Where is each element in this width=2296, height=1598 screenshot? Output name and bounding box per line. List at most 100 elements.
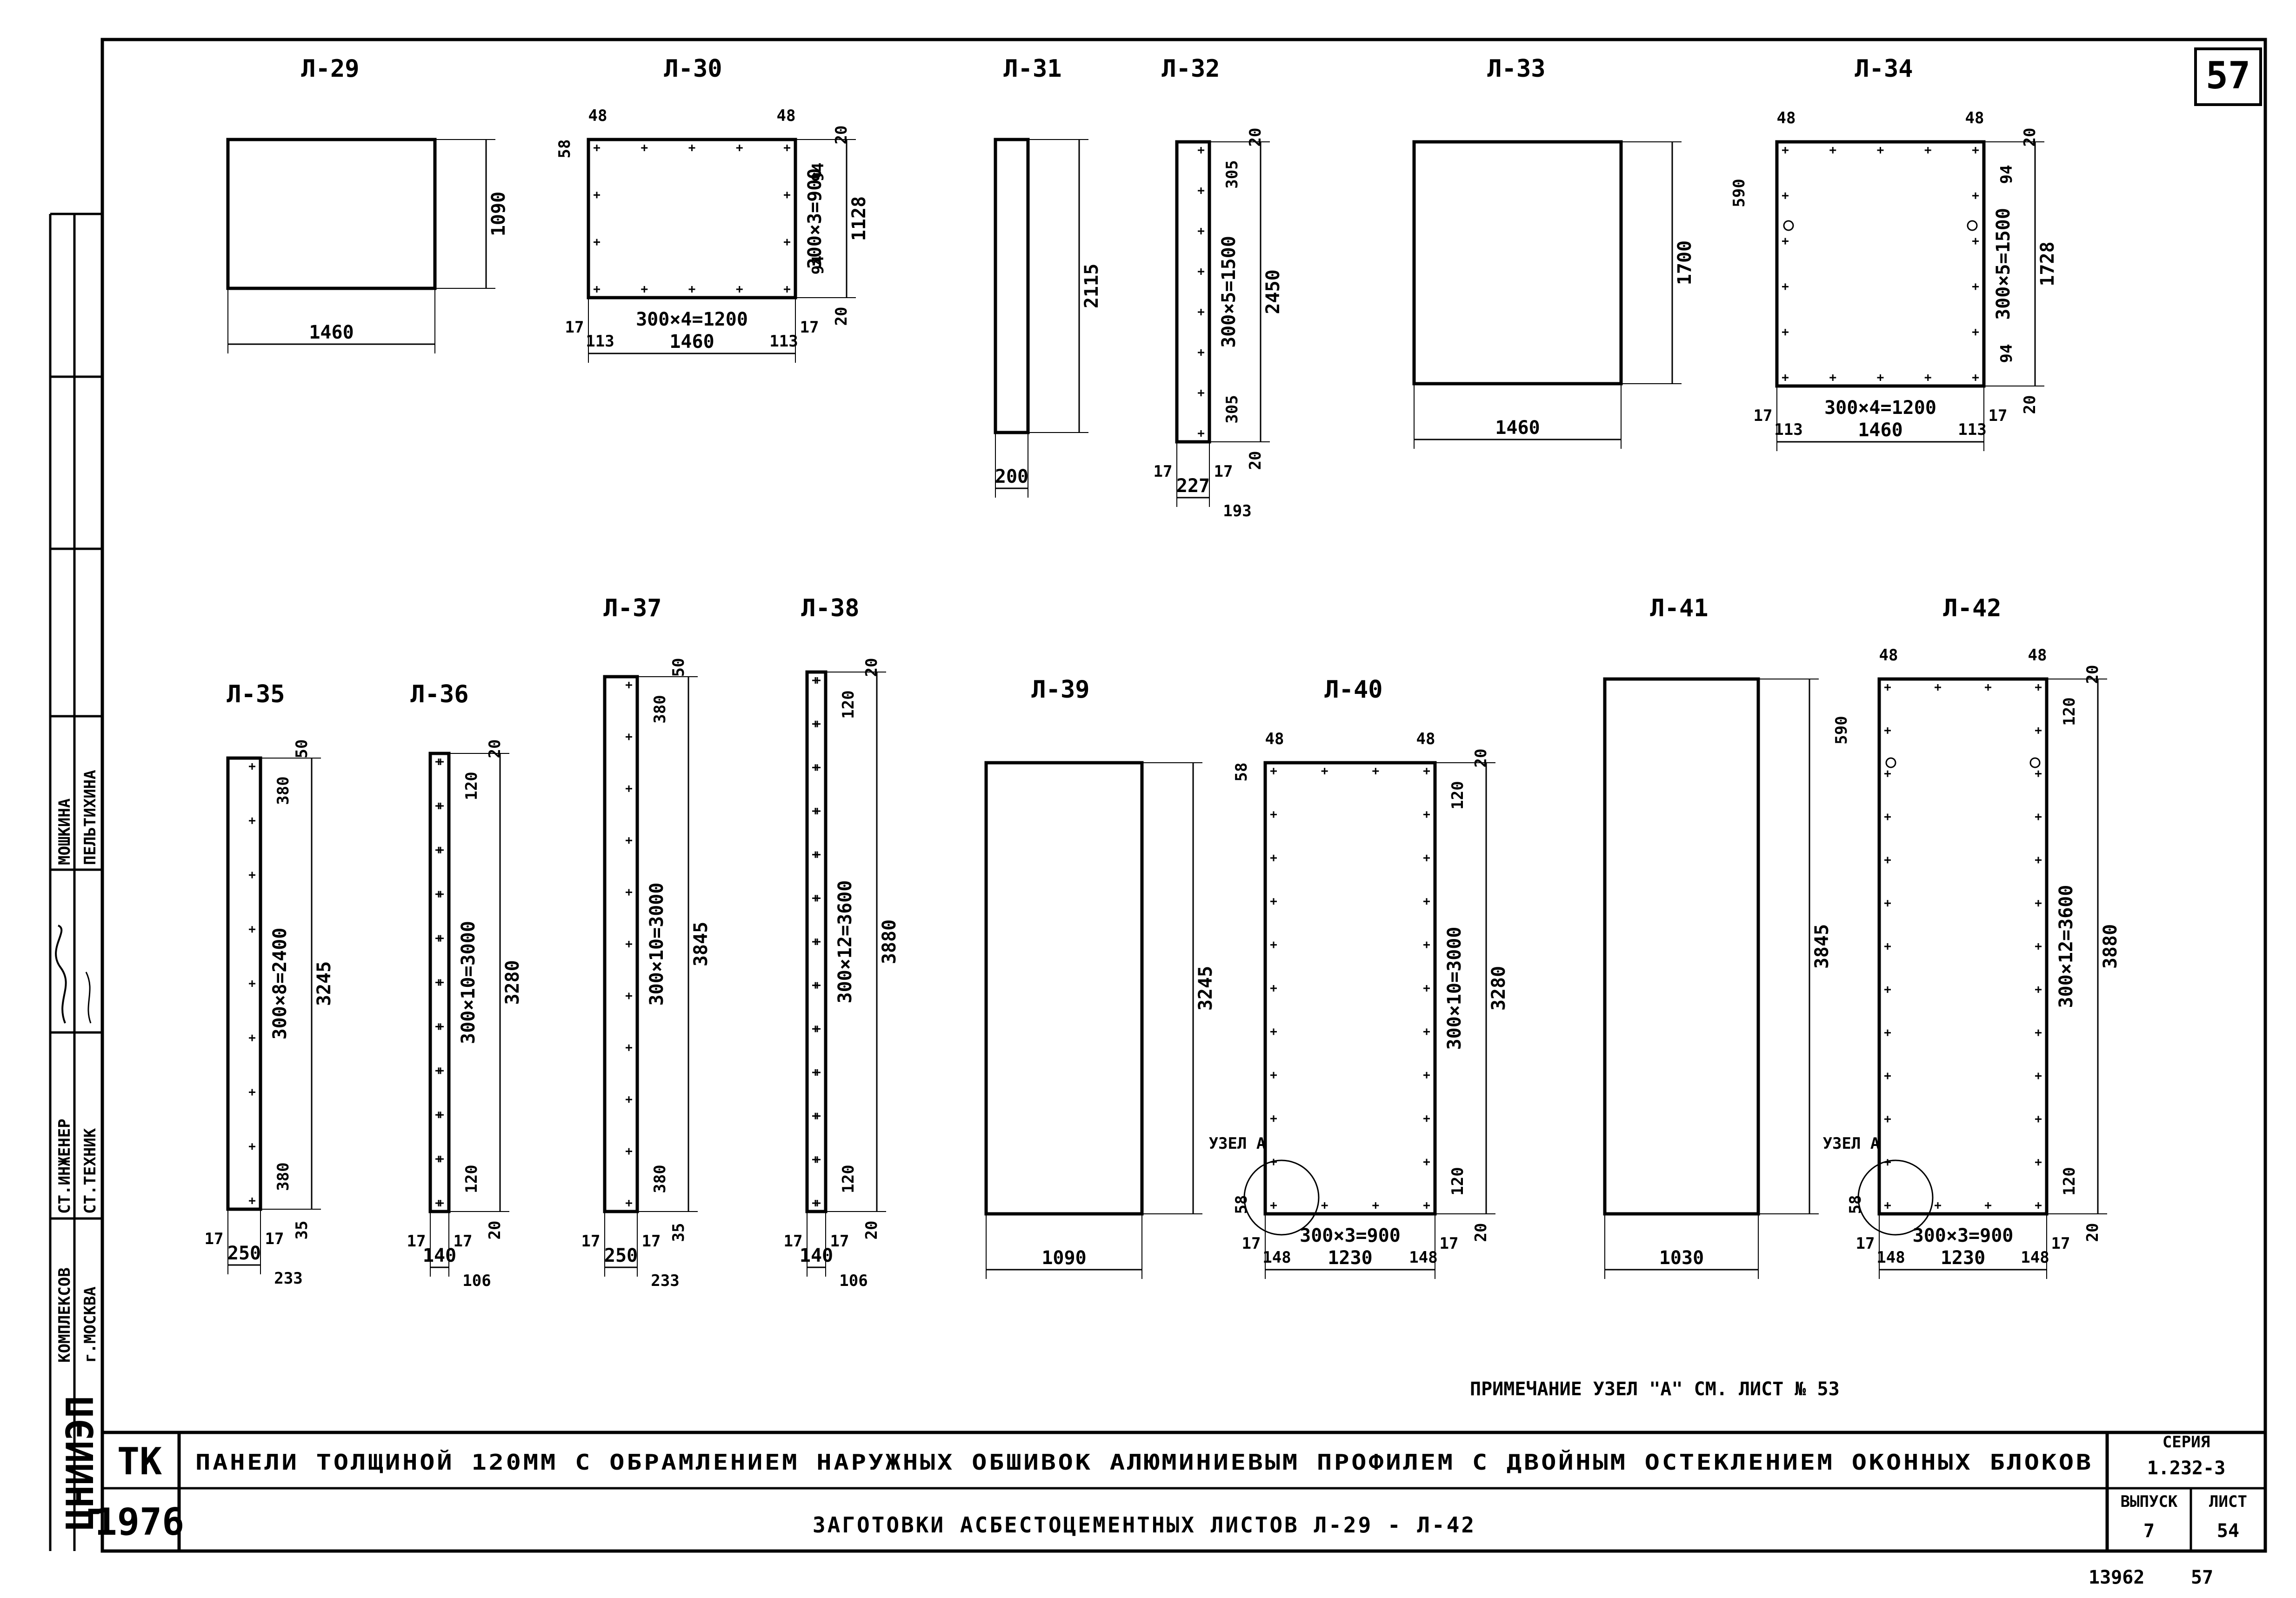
edge-dim: 48: [1265, 730, 1284, 748]
gap-dim-bottom: 20: [2021, 395, 2039, 414]
side-dim-right: 17: [454, 1232, 473, 1251]
margin-dim-right: 113: [769, 332, 798, 351]
stamp-role1: СТ.ИНЖЕНЕР: [55, 1119, 74, 1214]
pitch-y-dim: 300×5=1500: [1218, 236, 1240, 348]
width-dim: 1460: [669, 331, 714, 353]
inner-dim: 106: [839, 1272, 868, 1290]
end-dim-bottom: 120: [839, 1165, 858, 1193]
margin-dim-left: 113: [586, 332, 614, 351]
end-dim-top: 120: [462, 772, 481, 800]
side-dim: 17: [784, 1232, 803, 1251]
end-dim-bottom: 94: [1997, 344, 2016, 363]
edge-dim: 48: [1879, 646, 1898, 665]
margin-dim-right: 148: [2021, 1248, 2049, 1267]
end-dim-bottom: 120: [462, 1165, 481, 1193]
panel-outline: [428, 752, 451, 1213]
signature-1: [55, 925, 67, 1024]
height-dim: 1090: [488, 192, 509, 236]
hole-dim: 590: [1832, 716, 1851, 744]
width-dim: 250: [604, 1245, 638, 1266]
top-offset-dim: 58: [1232, 763, 1251, 782]
bottom-offset-dim: 58: [1846, 1195, 1865, 1214]
gap-dim-top: 20: [2083, 665, 2102, 684]
side-dim: 17: [1154, 462, 1173, 481]
height-dim: 3245: [314, 961, 335, 1006]
title-block: ТК 1976 ПАНЕЛИ ТОЛЩИНОЙ 120ММ С ОБРАМЛЕН…: [95, 1431, 2265, 1551]
panel-outline: [1603, 677, 1760, 1216]
note: ПРИМЕЧАНИЕ УЗЕЛ "А" СМ. ЛИСТ № 53: [1470, 1378, 1840, 1400]
width-dim: 1030: [1659, 1247, 1704, 1269]
pitch-y-dim: 300×12=3600: [834, 880, 856, 1004]
end-dim-bottom: 94: [809, 256, 828, 275]
end-dim-bottom: 380: [651, 1165, 669, 1193]
side-dim: 17: [205, 1230, 224, 1248]
panel-outline: [1412, 140, 1623, 386]
width-dim: 250: [227, 1243, 261, 1264]
panel-outline: [1775, 140, 1986, 388]
stamp-name2: ПЕЛЬТИХИНА: [81, 770, 100, 865]
margin-dim-right: 148: [1409, 1248, 1437, 1267]
side-dim: 17: [1856, 1234, 1875, 1253]
bottom-offset-dim: 58: [1232, 1195, 1251, 1214]
edge-right-dim: 48: [777, 107, 796, 125]
edge-dim: 48: [1777, 109, 1796, 127]
sheet-number: 57: [2206, 54, 2250, 97]
bottom-dim: 35: [293, 1221, 311, 1240]
panels-layer: Л-2914601090Л-3014601128300×3=900300×4=1…: [205, 55, 2121, 1290]
edge-dim: 48: [588, 107, 607, 125]
node-circle: [1243, 1159, 1320, 1236]
stamp-org: ЦНИИЭП: [59, 1396, 102, 1530]
gap-dim-bottom: 20: [486, 1221, 504, 1240]
width-dim: 140: [800, 1245, 833, 1266]
height-dim: 3280: [502, 960, 523, 1005]
panel-outline: [1877, 677, 2049, 1216]
inner-dim: 233: [651, 1272, 679, 1290]
height-dim: 2115: [1081, 264, 1102, 308]
panel-label: Л-31: [1003, 55, 1061, 83]
hole-dim: 590: [1730, 179, 1749, 207]
pitch-y-dim: 300×3=900: [804, 168, 826, 269]
height-dim: 2450: [1262, 269, 1284, 314]
hole-circle: [2029, 757, 2041, 768]
issue-label: ВЫПУСК: [2121, 1492, 2178, 1511]
panel-label: Л-36: [410, 680, 468, 708]
side-stamp: МОШКИНА ПЕЛЬТИХИНА СТ.ИНЖЕНЕР СТ.ТЕХНИК …: [49, 213, 102, 1551]
panel-label: Л-39: [1031, 676, 1089, 704]
hole-circle: [1967, 220, 1978, 231]
side-dim-right: 17: [830, 1232, 849, 1251]
pitch-y-dim: 300×10=3000: [646, 883, 667, 1006]
gap-dim-top: 20: [832, 126, 851, 145]
pitch-x-dim: 300×3=900: [1913, 1225, 2014, 1246]
bottom-dim: 35: [669, 1223, 688, 1242]
width-dim: 1230: [1941, 1247, 1985, 1269]
height-dim: 3245: [1195, 966, 1216, 1011]
panel-outline: [984, 761, 1144, 1216]
gap-dim-bottom: 20: [1472, 1223, 1490, 1242]
stamp-city: г.МОСКВА: [81, 1286, 100, 1363]
edge-right-dim: 48: [1416, 730, 1435, 748]
height-dim: 1700: [1674, 240, 1695, 285]
sheet-value: 54: [2217, 1520, 2239, 1542]
side-dim-right: 17: [1214, 462, 1233, 481]
issue-value: 7: [2143, 1520, 2155, 1542]
pitch-y-dim: 300×5=1500: [1993, 208, 2014, 320]
panel-label: Л-38: [801, 594, 859, 622]
side-dim-right: 17: [1440, 1234, 1459, 1253]
panel-label: Л-42: [1943, 594, 2001, 622]
width-dim: 140: [423, 1245, 456, 1266]
end-dim-bottom: 305: [1223, 395, 1241, 423]
height-dim: 1128: [848, 196, 870, 241]
side-dim-right: 17: [642, 1232, 661, 1251]
pitch-y-dim: 300×10=3000: [1444, 927, 1465, 1050]
hole-circle: [1783, 220, 1794, 231]
title-line1: ПАНЕЛИ ТОЛЩИНОЙ 120ММ С ОБРАМЛЕНИЕМ НАРУ…: [195, 1450, 2093, 1475]
edge-right-dim: 48: [1965, 109, 1984, 127]
side-dim: 17: [581, 1232, 601, 1251]
